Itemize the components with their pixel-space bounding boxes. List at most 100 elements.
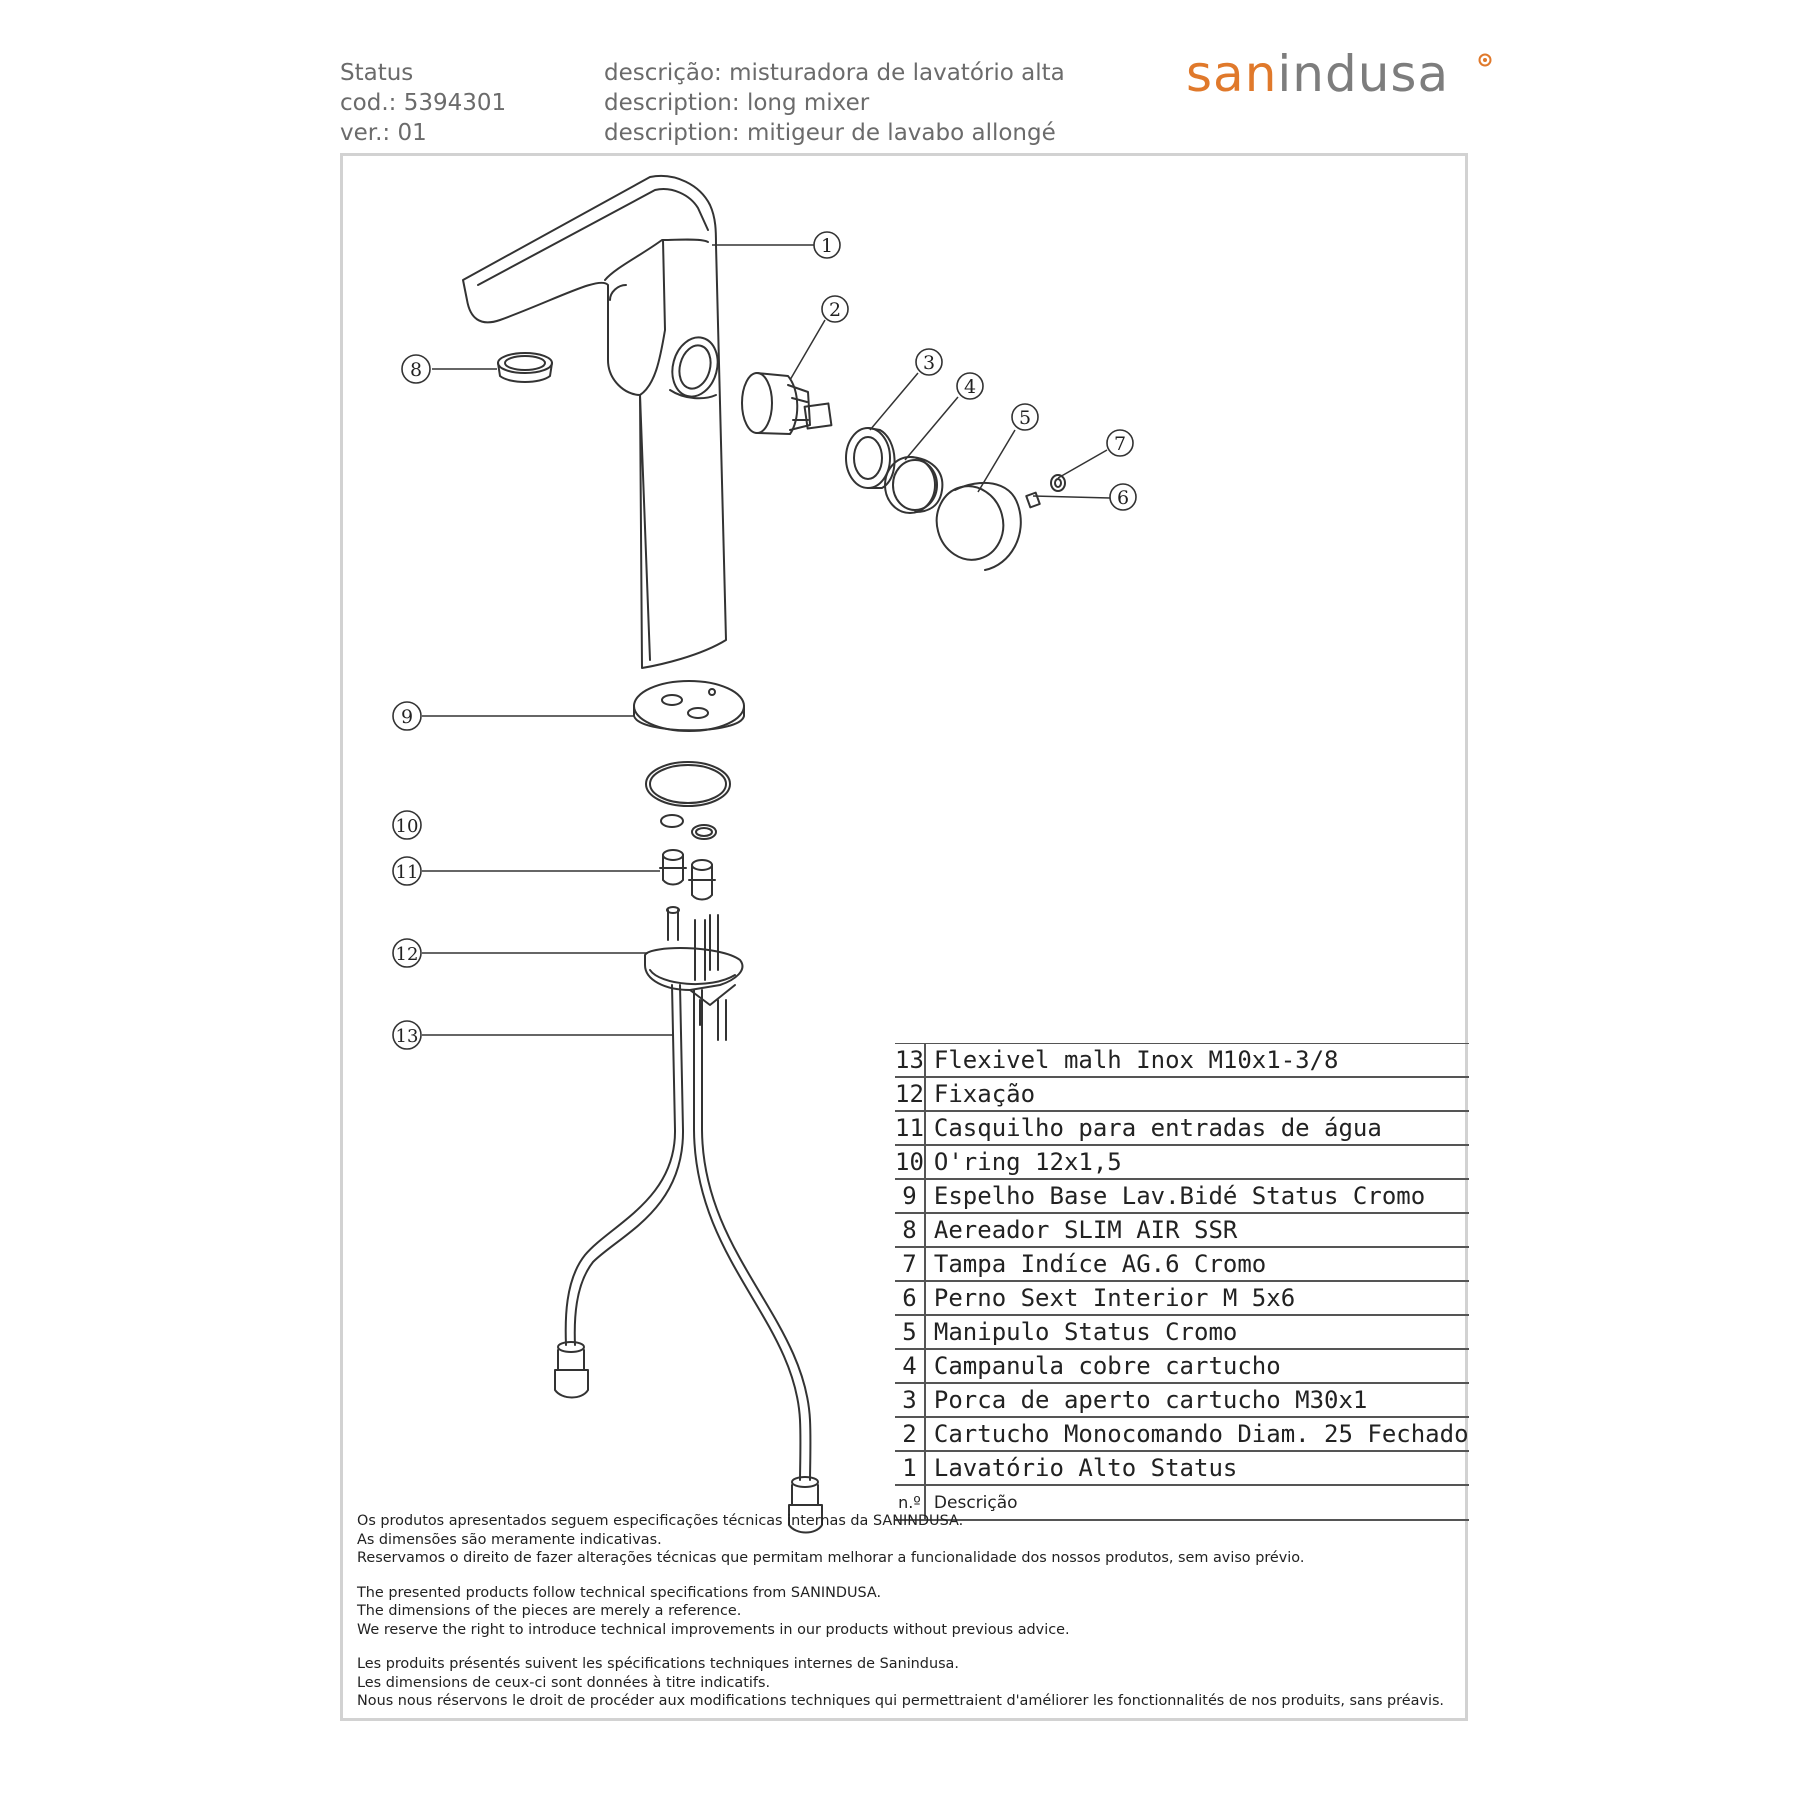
callout-1: 1 [813,231,841,259]
column-header-number: n.º [895,1485,926,1521]
product-info: Status cod.: 5394301 ver.: 01 [340,58,506,148]
cartridge-nut [845,427,896,489]
note-line: Os produtos apresentados seguem especifi… [357,1513,964,1529]
part-number: 4 [895,1349,926,1384]
description-pt: descrição: misturadora de lavatório alta [604,60,1065,86]
callout-7: 7 [1106,429,1134,457]
cartridge-cover [884,456,944,514]
svg-text:8: 8 [410,359,422,381]
cartridge [741,372,833,435]
description-fr: description: mitigeur de lavabo allongé [604,120,1056,146]
base-plate [633,680,745,732]
notes-english: The presented products follow technical … [357,1584,1444,1640]
notes-french: Les produits présentés suivent les spéci… [357,1655,1444,1711]
part-number: 12 [895,1077,926,1112]
screw-and-cap [1025,474,1066,509]
product-descriptions: descrição: misturadora de lavatório alta… [604,58,1065,148]
callout-8: 8 [401,354,431,384]
callout-2: 2 [821,295,849,323]
part-number: 1 [895,1451,926,1486]
callout-11: 11 [392,856,422,886]
faucet-body [462,174,727,669]
part-description: Campanula cobre cartucho [924,1349,1469,1384]
note-line: The dimensions of the pieces are merely … [357,1603,742,1619]
small-o-rings [660,814,717,840]
description-en: description: long mixer [604,90,870,116]
product-name: Status [340,60,414,86]
part-number: 9 [895,1179,926,1214]
part-number: 13 [895,1043,926,1078]
part-description: Perno Sext Interior M 5x6 [924,1281,1469,1316]
part-number: 3 [895,1383,926,1418]
callout-12: 12 [392,938,422,968]
svg-text:9: 9 [401,706,413,728]
callout-5: 5 [1011,403,1039,431]
product-code: cod.: 5394301 [340,90,507,116]
sanindusa-logo: sanindusa [1186,46,1449,102]
note-line: We reserve the right to introduce techni… [357,1621,1070,1638]
callout-6: 6 [1109,483,1137,511]
callout-4: 4 [956,372,984,400]
part-number: 11 [895,1111,926,1146]
part-number: 10 [895,1145,926,1180]
svg-text:12: 12 [396,944,419,965]
note-line: The presented products follow technical … [357,1584,882,1601]
part-number: 7 [895,1247,926,1282]
part-description: Manipulo Status Cromo [924,1315,1469,1350]
part-number: 8 [895,1213,926,1248]
part-number: 6 [895,1281,926,1316]
part-number: 2 [895,1417,926,1452]
svg-text:5: 5 [1019,407,1031,429]
aerator [497,352,553,383]
svg-text:2: 2 [829,299,841,321]
callout-10: 10 [392,810,422,840]
logo-dot-icon [1478,53,1492,67]
part-description: Casquilho para entradas de água [924,1111,1469,1146]
part-description: O'ring 12x1,5 [924,1145,1469,1180]
svg-text:13: 13 [396,1026,419,1047]
part-description: Espelho Base Lav.Bidé Status Cromo [924,1179,1469,1214]
part-description: Aereador SLIM AIR SSR [924,1213,1469,1248]
svg-text:11: 11 [396,862,419,883]
logo-part-san: san [1186,45,1278,103]
callout-markers: 1 2 3 4 5 6 7 8 9 10 11 12 13 [392,231,1137,1050]
column-header-description: Descrição [924,1485,1469,1521]
leader-lines [422,244,1111,1036]
base-o-ring [645,761,731,807]
flexible-hoses [554,984,823,1534]
svg-text:3: 3 [923,352,935,374]
svg-text:10: 10 [396,816,419,837]
svg-text:4: 4 [964,376,976,398]
water-inlet-bushings [659,849,716,901]
note-line: Reservamos o direito de fazer alterações… [357,1550,1305,1566]
part-description: Porca de aperto cartucho M30x1 [924,1383,1469,1418]
part-description: Tampa Indíce AG.6 Cromo [924,1247,1469,1282]
drawing-frame [340,153,1468,1721]
note-line: Nous nous réservons le droit de procéder… [357,1693,1445,1709]
part-description: Cartucho Monocomando Diam. 25 Fechado [924,1417,1469,1452]
logo-part-indusa: indusa [1277,45,1450,103]
part-description: Lavatório Alto Status [924,1451,1469,1486]
callout-3: 3 [915,348,943,376]
handle [935,481,1022,571]
note-line: As dimensões são meramente indicativas. [357,1531,662,1548]
svg-text:6: 6 [1117,487,1129,509]
disclaimer-notes: Os produtos apresentados seguem especifi… [357,1512,1444,1727]
note-line: Les dimensions de ceux-ci sont données à… [357,1674,771,1691]
note-line: Les produits présentés suivent les spéci… [357,1656,959,1672]
